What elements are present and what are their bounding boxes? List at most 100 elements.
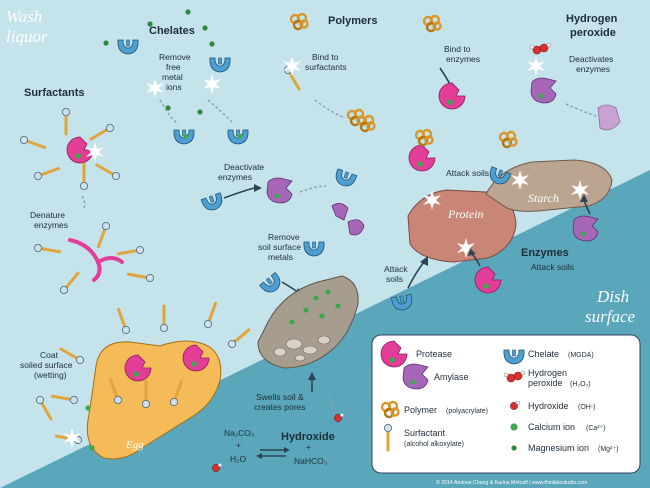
label-line: Remove [159, 52, 191, 62]
arrow-head [254, 184, 262, 192]
legend-chelate-sublabel: (MGDA) [568, 352, 594, 359]
calcium-ion [335, 303, 341, 309]
label-line: Deactivate [224, 162, 264, 172]
legend-calcium-label: Calcium ion [528, 422, 575, 432]
label-line: (wetting) [34, 370, 67, 380]
arrow-head [468, 248, 476, 256]
label-attack-soils-left: Attack soils [384, 264, 410, 284]
legend-hydrogen-peroxide-label-1: Hydrogen [528, 368, 567, 378]
reaction-plus-left: + [236, 440, 241, 450]
label-remove-free-metal-ions: Remove free metal ions [159, 52, 193, 92]
label-remove-soil-surface-metals: Remove soil surface metals [258, 232, 303, 262]
magnesium-ion [165, 105, 171, 111]
calcium-ion [325, 289, 331, 295]
deactivated-amylase [597, 104, 621, 131]
label-line: Deactivates [569, 54, 613, 64]
legend-calcium-icon [510, 423, 518, 431]
label-bind-to-surfactants: Bind to surfactants [305, 52, 347, 72]
reaction-na2co3: Na₂CO₃ [224, 428, 254, 438]
copyright-text: © 2014 Andrew Chang & Karina Metcalf | w… [436, 479, 587, 486]
amylase-icon [266, 177, 293, 204]
legend-calcium-sublabel: (Ca²⁺) [586, 425, 606, 432]
legend-chelate-label: Chelate [528, 349, 559, 359]
soil-label-starch: Starch [528, 191, 559, 205]
wash-liquor-label-2: liquor [6, 27, 48, 46]
label-bind-to-enzymes: Bind to enzymes [444, 44, 480, 64]
starch-soil [485, 159, 613, 212]
calcium-ion [85, 405, 91, 411]
soil-pore [285, 338, 303, 350]
label-swells-soil: Swells soil & creates pores [254, 392, 306, 412]
magnesium-ion [147, 21, 153, 27]
flow-arrow [327, 395, 335, 415]
label-line: creates pores [254, 402, 306, 412]
legend-hydroxide-sublabel: (OH-) [578, 404, 596, 411]
label-deactivates-enzymes: Deactivates enzymes [569, 54, 616, 74]
reaction-h2o: H₂O [230, 454, 246, 464]
calcium-ion [319, 313, 325, 319]
label-line: Denature [30, 210, 65, 220]
label-line: metal [162, 72, 183, 82]
label-coat-soiled-surface: Coat soiled surface (wetting) [20, 350, 75, 380]
heading-polymers: Polymers [328, 15, 378, 27]
calcium-ion [303, 307, 309, 313]
label-line: Attack [384, 264, 408, 274]
label-line: ions [166, 82, 182, 92]
heading-chelates: Chelates [149, 25, 195, 37]
flow-arrow [407, 261, 425, 289]
label-line: enzymes [218, 172, 252, 182]
flow-arrow [299, 185, 327, 193]
label-denature-enzymes: Denature enzymes [30, 210, 68, 230]
egg-soil [86, 340, 222, 460]
denatured-protein [96, 256, 124, 264]
flow-arrow [207, 99, 233, 123]
amylase-icon [572, 215, 599, 242]
legend-magnesium-label: Magnesium ion [528, 443, 589, 453]
heading-hydroxide: Hydroxide [281, 431, 335, 443]
flow-arrow [81, 195, 86, 209]
label-attack-soils-enzymes: Attack soils [531, 262, 574, 272]
soil-pore [317, 335, 331, 345]
label-line: enzymes [576, 64, 610, 74]
label-line: Remove [268, 232, 300, 242]
label-line: enzymes [446, 54, 480, 64]
heading-surfactants: Surfactants [24, 87, 85, 99]
legend-polymer-sublabel: (polyacrylate) [446, 408, 488, 415]
label-line: Swells soil & [256, 392, 304, 402]
dish-surface-label-1: Dish [596, 287, 629, 306]
label-line: soiled surface [20, 360, 73, 370]
label-line: surfactants [305, 62, 347, 72]
legend-surfactant-label: Surfactant [404, 428, 446, 438]
magnesium-ion [209, 41, 215, 47]
calcium-ion [237, 133, 243, 139]
label-line: Bind to [312, 52, 339, 62]
legend-polymer-label: Polymer [404, 405, 437, 415]
denatured-protein [68, 238, 102, 282]
magnesium-ion [103, 40, 109, 46]
soil-pore [294, 354, 306, 362]
fragmented-amylase [347, 219, 365, 236]
flow-arrow [314, 99, 346, 119]
fragmented-amylase [331, 203, 349, 221]
heading-hydrogen-peroxide-1: Hydrogen [566, 13, 618, 25]
wash-liquor-label-1: Wash [6, 7, 42, 26]
arrow-head [284, 447, 290, 453]
arrow-head [420, 256, 428, 266]
dish-surface-label-2: surface [585, 307, 636, 326]
heading-hydrogen-peroxide-2: peroxide [570, 27, 616, 39]
calcium-ion [289, 319, 295, 325]
label-line: Bind to [444, 44, 471, 54]
label-line: metals [268, 252, 293, 262]
label-line: soil surface [258, 242, 301, 252]
legend-protease-label: Protease [416, 349, 452, 359]
calcium-ion [89, 445, 95, 451]
label-deactivate-enzymes: Deactivate enzymes [218, 162, 267, 182]
arrow-head [580, 194, 588, 202]
soil-pore [302, 345, 318, 355]
amylase-icon [530, 77, 557, 104]
label-line: Coat [40, 350, 59, 360]
legend-surfactant-sublabel: (alcohol alkoxylate) [404, 441, 464, 448]
protein-soil [407, 189, 517, 263]
legend-hydrogen-peroxide-label-2: peroxide [528, 378, 563, 388]
